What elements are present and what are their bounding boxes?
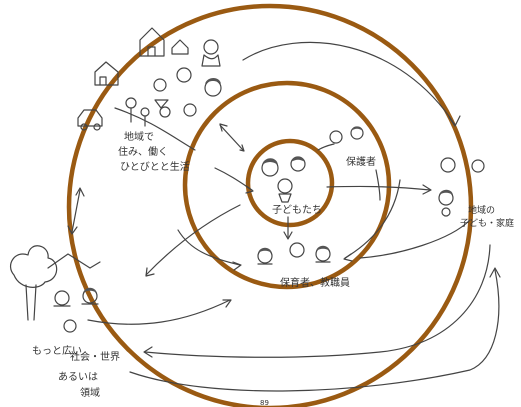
children-faces <box>261 156 306 203</box>
label-community-children-line2: 子ども・家庭 <box>460 217 514 229</box>
label-society-line1: もっと広い <box>32 344 82 357</box>
label-community-line2: 住み、働く <box>118 145 168 158</box>
relationship-arrows <box>67 41 501 392</box>
outer-ring <box>66 3 474 407</box>
inner-ring <box>245 138 335 228</box>
label-community-children-line1: 地域の <box>468 204 495 216</box>
teachers-faces <box>257 242 331 265</box>
page-number: 89 <box>260 399 269 407</box>
label-society-line2: 社会・世界 <box>70 350 120 363</box>
label-community-line1: 地域で <box>124 130 154 143</box>
label-parents: 保護者 <box>346 155 376 168</box>
diagram-labels: 地域で 住み、働く ひとびとと生活 子どもたち 保護者 地域の 子ども・家庭 保… <box>32 130 514 407</box>
wider-society-sketch <box>9 245 101 333</box>
label-teachers: 保育者、教職員 <box>280 276 350 289</box>
label-community-line3: ひとびとと生活 <box>120 160 190 173</box>
community-people <box>153 39 222 118</box>
middle-ring <box>182 80 392 290</box>
label-society-line3: あるいは <box>58 371 98 383</box>
label-children: 子どもたち <box>272 204 322 216</box>
flowers-sketch <box>125 97 150 127</box>
community-children-faces <box>438 157 485 217</box>
houses-sketch <box>77 27 189 131</box>
parents-faces <box>329 126 364 144</box>
label-society-line4: 領域 <box>80 386 100 399</box>
